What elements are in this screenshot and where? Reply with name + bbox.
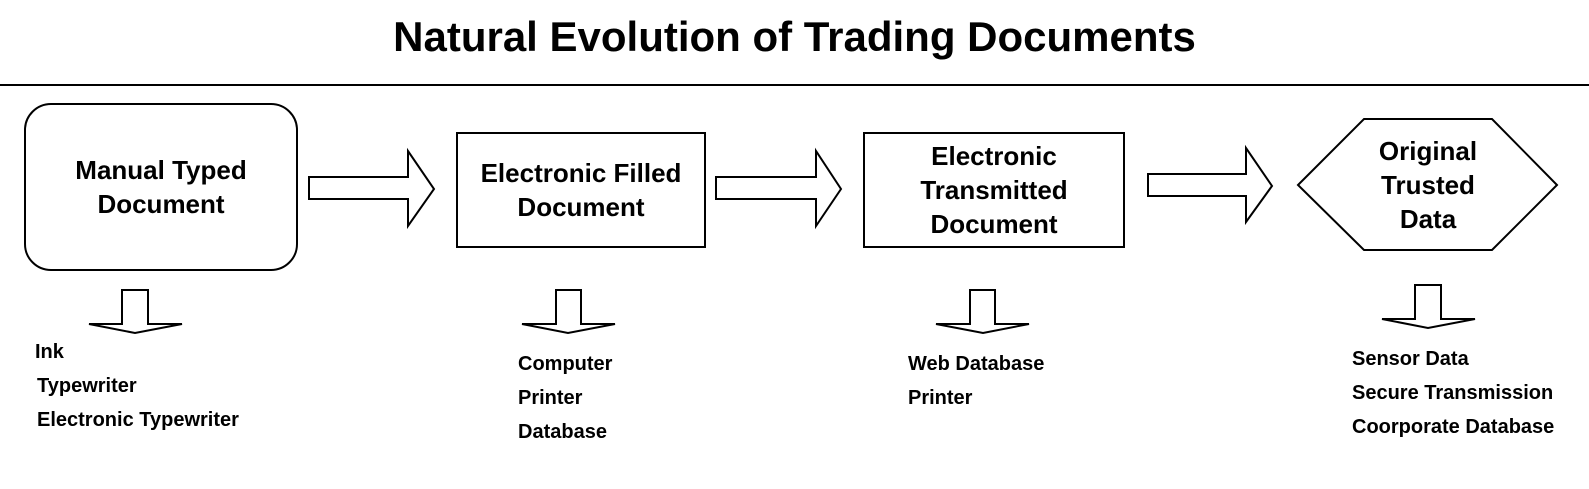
- list-item: Electronic Typewriter: [37, 409, 239, 431]
- list-item: Computer: [518, 353, 613, 375]
- stage-label-line: Electronic: [931, 141, 1057, 171]
- down-block-arrow-icon: [935, 289, 1030, 335]
- stage-1-box: [24, 103, 298, 271]
- right-block-arrow-icon: [1147, 144, 1274, 226]
- stage-2-box: [456, 132, 706, 248]
- title-divider: [0, 84, 1589, 86]
- list-item: Typewriter: [37, 375, 137, 397]
- down-block-arrow-icon: [1381, 284, 1476, 330]
- list-item: Database: [518, 421, 607, 443]
- stage-label-line: Document: [97, 189, 225, 219]
- stage-3-box: [863, 132, 1125, 248]
- list-item: Secure Transmission: [1352, 382, 1554, 404]
- stage-4-hexagon: [1296, 118, 1559, 251]
- stage-2-label: Electronic Filled Document: [457, 133, 705, 247]
- list-item: Ink: [35, 341, 64, 363]
- list-item: Coorporate Database: [1352, 416, 1555, 438]
- stage-label-line: Manual Typed: [75, 155, 247, 185]
- list-item: Web Database: [908, 353, 1045, 375]
- stage-label-line: Document: [517, 192, 645, 222]
- down-block-arrow-icon: [521, 289, 616, 335]
- stage-4-label: Original Trusted Data: [1330, 119, 1526, 250]
- list-item: Printer: [518, 387, 583, 409]
- list-item: Printer: [908, 387, 973, 409]
- list-item: Sensor Data: [1352, 348, 1469, 370]
- stage-label-line: Trusted: [1381, 169, 1475, 200]
- page-title: Natural Evolution of Trading Documents: [393, 13, 1196, 60]
- stage-label-line: Electronic Filled: [480, 158, 682, 188]
- stage-3-label: Electronic Transmitted Document: [864, 133, 1124, 247]
- stage-label-line: Document: [930, 209, 1058, 239]
- right-block-arrow-icon: [308, 147, 436, 230]
- right-block-arrow-icon: [715, 147, 843, 230]
- down-block-arrow-icon: [88, 289, 183, 335]
- stage-label-line: Transmitted: [920, 175, 1068, 205]
- stage-label-line: Original: [1378, 135, 1478, 166]
- stage-label-line: Data: [1399, 203, 1457, 234]
- stage-1-label: Manual Typed Document: [25, 104, 297, 270]
